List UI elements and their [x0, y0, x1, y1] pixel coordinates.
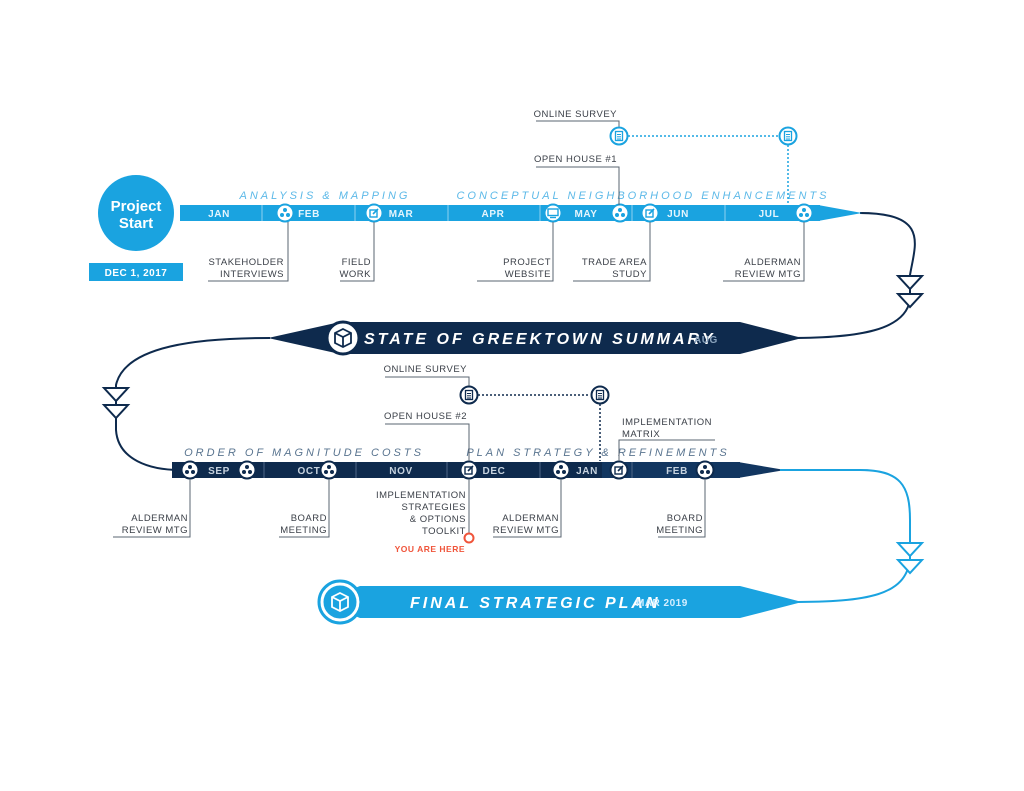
label-matrix-1: IMPLEMENTATION [622, 417, 712, 428]
label-online-survey-2: ONLINE SURVEY [384, 364, 468, 375]
timeline-arrow-row2 [738, 462, 785, 478]
month-jan: JAN [208, 209, 230, 220]
label-board1-1: BOARD [291, 513, 327, 524]
final-banner [320, 586, 802, 618]
edit-icon [364, 203, 384, 223]
label-field-1: FIELD [342, 257, 371, 268]
month-nov: NOV [389, 466, 412, 477]
label-alderman-r2a-1: ALDERMAN [131, 513, 188, 524]
label-toolkit-1: IMPLEMENTATION [376, 490, 466, 501]
phase-order: ORDER OF MAGNITUDE COSTS [184, 447, 424, 459]
meeting-icon [695, 460, 715, 480]
connector-summary-row2 [115, 337, 271, 471]
final-month: MAR 2019 [636, 598, 688, 609]
clipboard-icon [590, 385, 610, 405]
label-board1-2: MEETING [280, 525, 327, 536]
meeting-icon [551, 460, 571, 480]
meeting-icon [610, 203, 630, 223]
month-jun: JUN [667, 209, 689, 220]
label-alderman-r2a-2: REVIEW MTG [122, 525, 188, 536]
month-jan-2: JAN [576, 466, 598, 477]
summary-title: STATE OF GREEKTOWN SUMMARY [364, 331, 715, 348]
clipboard-icon [609, 126, 629, 146]
label-open-house-2: OPEN HOUSE #2 [384, 411, 467, 422]
final-title: FINAL STRATEGIC PLAN [410, 595, 661, 612]
down-arrow-icon [895, 275, 925, 309]
meeting-icon [319, 460, 339, 480]
label-board2-2: MEETING [656, 525, 703, 536]
phase-analysis: ANALYSIS & MAPPING [239, 190, 411, 202]
you-are-here-label: YOU ARE HERE [395, 544, 465, 554]
label-toolkit-2: STRATEGIES [402, 502, 466, 513]
connector-row1-summary [789, 212, 916, 339]
meeting-icon [237, 460, 257, 480]
connector-row2-final [780, 469, 911, 603]
month-mar: MAR [389, 209, 414, 220]
month-feb-2: FEB [666, 466, 688, 477]
timeline-arrow-row1 [818, 205, 862, 221]
clipboard-icon [459, 385, 479, 405]
label-matrix-2: MATRIX [622, 429, 660, 440]
monitor-icon [543, 203, 563, 223]
meeting-icon [794, 203, 814, 223]
down-arrow-icon [101, 387, 131, 420]
meeting-icon [275, 203, 295, 223]
phase-plan: PLAN STRATEGY & REFINEMENTS [466, 447, 729, 459]
label-alderman-r2b-2: REVIEW MTG [493, 525, 559, 536]
month-jul: JUL [759, 209, 780, 220]
month-dec: DEC [483, 466, 506, 477]
label-trade-1: TRADE AREA [582, 257, 647, 268]
month-may: MAY [574, 209, 597, 220]
summary-banner [268, 322, 802, 354]
timeline-bar-row1 [180, 205, 820, 221]
box-icon [317, 579, 363, 625]
down-arrow-icon [895, 542, 925, 575]
month-sep: SEP [208, 466, 230, 477]
timeline-bar-row2-dark [172, 462, 602, 478]
edit-icon [459, 460, 479, 480]
project-start-title1: Project [111, 198, 162, 215]
month-apr: APR [482, 209, 505, 220]
label-board2-1: BOARD [667, 513, 703, 524]
start-date: DEC 1, 2017 [105, 268, 168, 279]
edit-icon [609, 460, 629, 480]
label-website-2: WEBSITE [505, 269, 551, 280]
label-online-survey-1: ONLINE SURVEY [534, 109, 618, 120]
summary-month: AUG [694, 335, 718, 346]
project-start-title2: Start [119, 215, 153, 232]
phase-conceptual: CONCEPTUAL NEIGHBORHOOD ENHANCEMENTS [456, 190, 829, 202]
label-alderman-1: ALDERMAN [744, 257, 801, 268]
edit-icon [640, 203, 660, 223]
you-are-here-marker [463, 532, 475, 544]
label-toolkit-4: TOOLKIT [422, 526, 466, 537]
label-stakeholder-1: STAKEHOLDER [208, 257, 284, 268]
label-website-1: PROJECT [503, 257, 551, 268]
project-start-circle [98, 175, 174, 251]
box-icon [325, 320, 361, 356]
label-alderman-r2b-1: ALDERMAN [502, 513, 559, 524]
label-open-house-1: OPEN HOUSE #1 [534, 154, 617, 165]
label-toolkit-3: & OPTIONS [410, 514, 466, 525]
meeting-icon [180, 460, 200, 480]
label-trade-2: STUDY [612, 269, 647, 280]
month-oct: OCT [298, 466, 321, 477]
clipboard-icon [778, 126, 798, 146]
label-field-2: WORK [339, 269, 371, 280]
start-date-badge [89, 263, 183, 281]
label-stakeholder-2: INTERVIEWS [220, 269, 284, 280]
month-feb: FEB [298, 209, 320, 220]
label-alderman-2: REVIEW MTG [735, 269, 801, 280]
